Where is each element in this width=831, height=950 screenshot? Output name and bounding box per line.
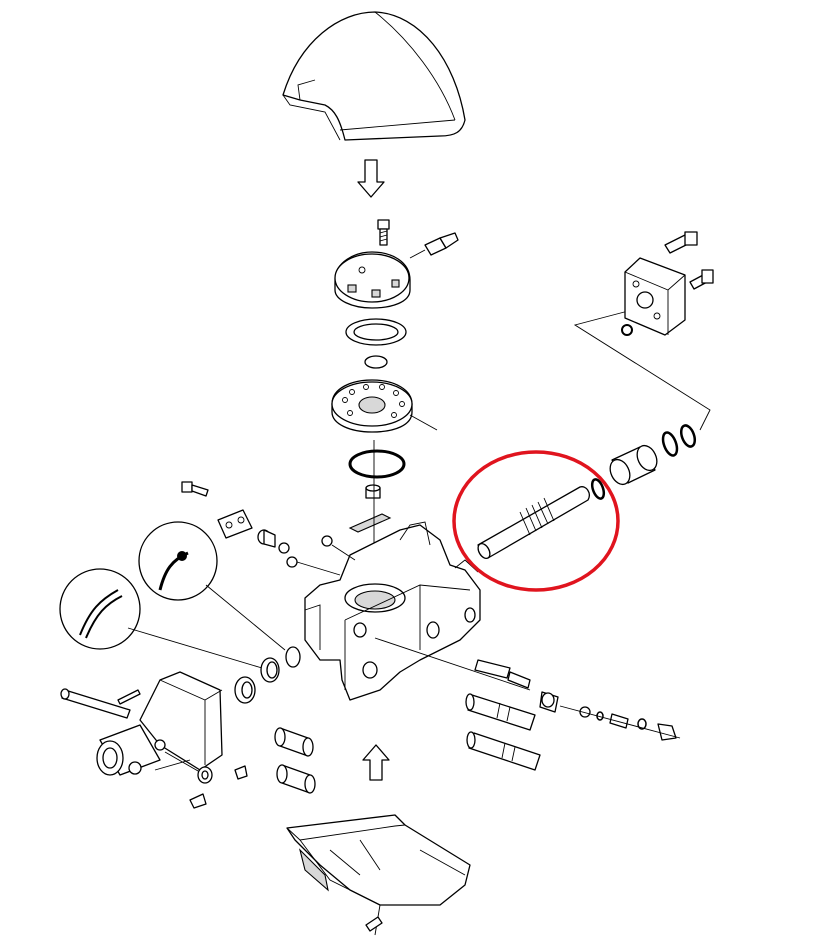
lever-assembly (60, 671, 223, 776)
valve-plate (331, 379, 438, 433)
sensor-fitting (409, 232, 459, 259)
highlight-circle (452, 450, 620, 592)
housing-screws (257, 529, 356, 576)
detail-view-ring (59, 568, 263, 669)
grease-nipple (189, 793, 207, 809)
washer (234, 676, 256, 704)
clamp-plate (217, 509, 253, 539)
leader-line (573, 309, 711, 431)
arrow-down-icon (357, 159, 385, 198)
shaft-o-ring (590, 478, 606, 500)
flange-block (621, 257, 686, 336)
bushing (276, 764, 316, 794)
top-cover (282, 11, 466, 141)
key (348, 513, 392, 533)
threaded-fitting (609, 444, 658, 486)
bushing (274, 727, 314, 757)
o-ring (661, 431, 679, 457)
seal-ring (345, 318, 407, 346)
detail-view-seal (138, 521, 286, 651)
large-o-ring (348, 449, 406, 479)
connector-parts (374, 637, 681, 741)
small-plug (365, 484, 381, 499)
flange-screws (664, 231, 714, 290)
valve-housing (304, 521, 481, 701)
guide-pin (465, 693, 536, 731)
cap-screw (377, 219, 390, 246)
lever-washer (197, 766, 213, 784)
guide-pin (466, 731, 541, 771)
arrow-up-icon (362, 744, 390, 781)
o-ring (679, 424, 697, 448)
lip-seal (260, 657, 280, 683)
small-o-ring (364, 355, 388, 369)
bolt (181, 481, 209, 497)
o-ring (285, 646, 301, 668)
valve-cap (334, 251, 411, 309)
bottom-cover (286, 814, 471, 936)
grease-nipple (234, 765, 248, 780)
highlighted-shaft-part (452, 450, 620, 592)
